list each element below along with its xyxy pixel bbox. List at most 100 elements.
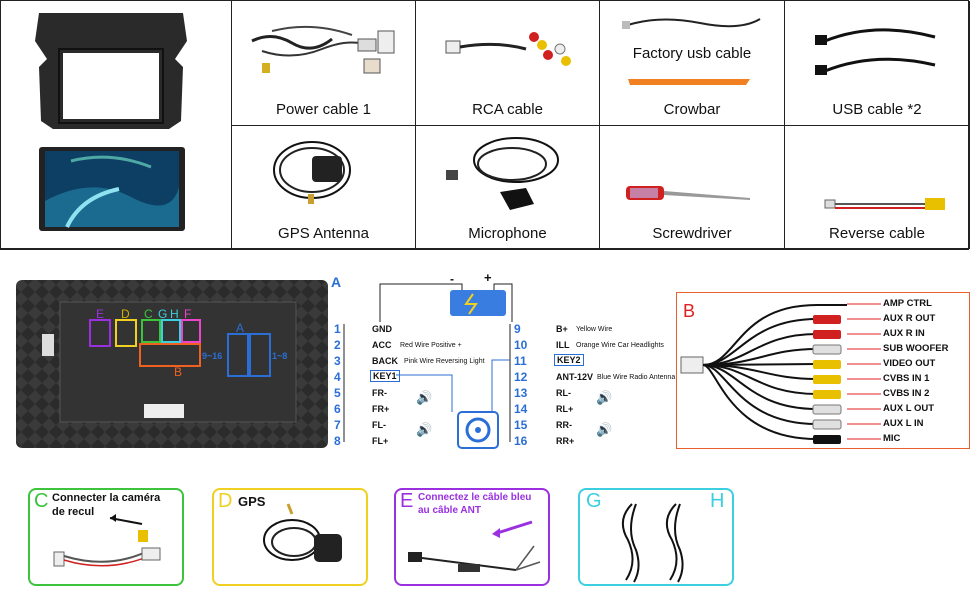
cable-b-panel: B AMP CTRL AUX R OUT AUX R IN SUB WOOFER	[676, 292, 970, 449]
panel-label-f: F	[184, 307, 192, 321]
pin-11-name: KEY2	[554, 354, 584, 366]
reverse-cable-image	[824, 198, 945, 210]
pin-15-name: RR-	[556, 420, 572, 430]
box-d-letter: D	[218, 490, 233, 512]
head-unit-cell	[1, 1, 232, 249]
box-e-antenna: E Connectez le câble bleu au câble ANT	[394, 488, 550, 586]
usb-cable-image	[815, 28, 936, 75]
crowbar-image	[628, 79, 750, 85]
box-c-text-2: de recul	[52, 506, 95, 518]
speaker-icon: 🔊	[596, 422, 613, 437]
output-sub-woofer: SUB WOOFER	[883, 343, 949, 354]
box-gh-usb: G H	[578, 488, 734, 586]
box-e-text-1: Connectez le câble bleu	[418, 492, 532, 503]
box-d-gps: D GPS	[212, 488, 368, 586]
back-panel-image	[16, 280, 328, 448]
box-g-letter: G	[586, 490, 602, 512]
pin-8-name: FL+	[372, 436, 389, 446]
gps-antenna-image	[273, 141, 351, 204]
box-e-letter: E	[400, 490, 414, 512]
reverse-cable-cell: Reverse cable	[785, 126, 970, 249]
output-mic: MIC	[883, 433, 901, 444]
rca-cable-label: RCA cable	[472, 101, 543, 118]
pin-6-name: FR+	[372, 404, 390, 414]
antenna-adapter-image	[408, 520, 541, 572]
camera-cable-image	[53, 514, 161, 567]
gps-antenna-cell: GPS Antenna	[232, 126, 416, 249]
pin-4-number: 4	[334, 370, 341, 384]
accessories-grid: Power cable 1 RCA cable Factory usb cabl…	[0, 0, 970, 250]
reverse-cable-label: Reverse cable	[829, 225, 925, 242]
factory-usb-label: Factory usb cable	[632, 45, 752, 62]
pin-12-name: ANT-12V	[556, 372, 594, 382]
cable-b-label: B	[683, 301, 696, 321]
wiring-lines	[343, 283, 513, 449]
output-cvbs-in-2: CVBS IN 2	[883, 388, 930, 399]
speaker-icon: 🔊	[596, 390, 613, 405]
pin-1-name: GND	[372, 324, 392, 334]
screwdriver-label: Screwdriver	[652, 225, 732, 242]
range-1-8: 1~8	[272, 351, 288, 361]
pin-9-name: B+	[556, 324, 568, 334]
pin-5-number: 5	[334, 386, 341, 400]
panel-label-h: H	[170, 307, 179, 321]
pin-2-name: ACC	[372, 340, 392, 350]
wiring-diagram: A - + 1 GND 2 ACC Red Wire Positive + 3 …	[330, 270, 676, 452]
pin-13-number: 13	[514, 386, 528, 400]
panel-label-b: B	[174, 365, 183, 379]
box-c-text-1: Connecter la caméra	[52, 492, 161, 504]
pin-3-desc: Pink Wire Reversing Light	[404, 358, 485, 365]
microphone-cell: Microphone	[416, 126, 600, 249]
pin-9-number: 9	[514, 322, 521, 336]
pin-4-name: KEY1	[370, 370, 400, 382]
pin-16-number: 16	[514, 434, 528, 448]
pin-1-number: 1	[334, 322, 341, 336]
pin-12-desc: Blue Wire Radio Antenna	[597, 374, 676, 381]
box-e-text-2: au câble ANT	[418, 505, 481, 516]
crowbar-cell: Factory usb cable Crowbar	[600, 1, 785, 126]
output-video-out: VIDEO OUT	[883, 358, 936, 369]
screwdriver-image	[626, 186, 750, 200]
microphone-label: Microphone	[468, 225, 547, 242]
back-panel: E D C G H F B A 9~16 1~8	[14, 278, 330, 450]
rca-cable-image	[445, 32, 571, 66]
microphone-image	[446, 137, 559, 210]
pin-2-number: 2	[334, 338, 341, 352]
output-aux-l-in: AUX L IN	[883, 418, 924, 429]
usb-cable-label: USB cable *2	[832, 101, 922, 118]
pin-3-name: BACK	[372, 356, 398, 366]
power-cable-image	[251, 25, 395, 74]
box-d-text: GPS	[238, 494, 266, 509]
box-h-letter: H	[710, 490, 725, 512]
panel-label-d: D	[121, 307, 130, 321]
panel-label-e: E	[96, 307, 105, 321]
rca-cable-cell: RCA cable	[416, 1, 600, 126]
dash-frame-image	[35, 13, 187, 129]
gps-antenna-small-image	[263, 503, 342, 562]
rca-harness-image	[680, 303, 881, 444]
battery-plus: +	[484, 270, 492, 285]
pin-6-number: 6	[334, 402, 341, 416]
output-aux-r-out: AUX R OUT	[883, 313, 936, 324]
pin-13-name: RL-	[556, 388, 571, 398]
pin-15-number: 15	[514, 418, 528, 432]
pin-3-number: 3	[334, 354, 341, 368]
usb-cables-image	[621, 503, 684, 583]
pin-11-number: 11	[514, 354, 527, 368]
box-c-letter: C	[34, 490, 49, 512]
pin-9-desc: Yellow Wire	[576, 326, 613, 333]
pin-8-number: 8	[334, 434, 341, 448]
factory-usb-image	[622, 18, 761, 29]
output-amp-ctrl: AMP CTRL	[883, 298, 932, 309]
crowbar-label: Crowbar	[663, 101, 721, 118]
pin-10-desc: Orange Wire Car Headlights	[576, 342, 664, 349]
head-unit-image	[35, 13, 187, 231]
output-cvbs-in-1: CVBS IN 1	[883, 373, 930, 384]
pin-14-name: RL+	[556, 404, 574, 414]
pin-7-name: FL-	[372, 420, 386, 430]
speaker-icon: 🔊	[416, 422, 433, 437]
panel-label-c: C	[144, 307, 153, 321]
panel-label-a: A	[236, 321, 245, 335]
output-aux-r-in: AUX R IN	[883, 328, 925, 339]
pin-10-number: 10	[514, 338, 528, 352]
